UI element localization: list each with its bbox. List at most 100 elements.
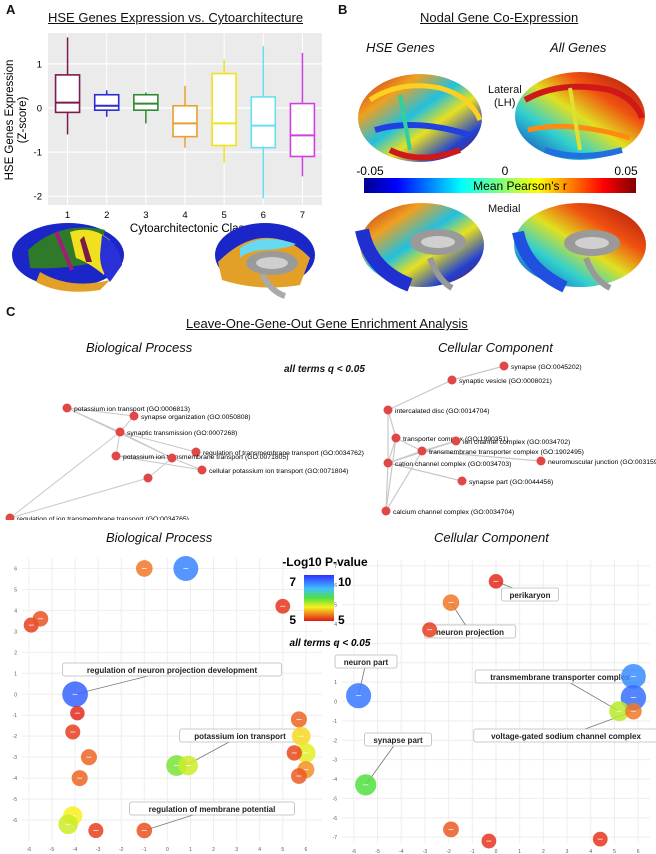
network-node-label: ion channel complex (GO:0034702) — [463, 439, 570, 446]
boxplot-x-tick-label: 4 — [182, 210, 187, 221]
scatter-y-tick-label: 4 — [334, 622, 337, 628]
boxplot-box — [211, 72, 237, 147]
scatter-x-tick-label: -6 — [27, 847, 32, 853]
network-edge — [115, 455, 173, 459]
scatter-y-tick-label: 6 — [334, 583, 337, 589]
scatter-y-tick-label: 1 — [14, 671, 17, 677]
boxplot-ylabel-line2: (Z-score) — [17, 97, 29, 144]
network-node — [499, 361, 509, 371]
network-node — [5, 513, 15, 520]
scatter-y-tick-label: 1 — [334, 680, 337, 686]
scatter-annotation-label: voltage-gated sodium channel complex — [491, 732, 641, 741]
scatter-annotation-box — [334, 654, 398, 669]
brain-all-lateral — [515, 72, 645, 160]
network-node-label: regulation of transmembrane transport (G… — [203, 450, 364, 457]
network-cc-title: Cellular Component — [438, 340, 553, 355]
scatter-x-tick-label: -3 — [423, 849, 428, 854]
scatter-annotation-box — [473, 728, 656, 743]
network-bp-title: Biological Process — [86, 340, 193, 355]
brain-cytoarchitecture-lateral — [12, 223, 124, 292]
network-edge — [385, 450, 423, 512]
boxplot-y-ticks: -2-101 — [34, 59, 42, 202]
panel-c-title: Leave-One-Gene-Out Gene Enrichment Analy… — [186, 316, 468, 331]
scatter-x-tick-label: 4 — [589, 849, 592, 854]
scatter-y-tick-label: 2 — [14, 650, 17, 656]
panel-letter-c: C — [6, 304, 16, 319]
boxplot-y-tick-label: -2 — [34, 192, 42, 203]
scatter-x-tick-label: 0 — [495, 849, 498, 854]
pvalue-bottom-left: 5 — [289, 613, 296, 627]
network-node-label: cellular potassium ion transport (GO:007… — [209, 468, 348, 475]
network-edge — [9, 431, 121, 519]
network-cellular-component: synapse (GO:0045202)synaptic vesicle (GO… — [381, 361, 656, 516]
panel-letter-b: B — [338, 2, 348, 17]
scatter-cc-title: Cellular Component — [434, 530, 549, 545]
scatter-y-tick-label: -5 — [13, 797, 18, 803]
network-edge — [451, 365, 505, 381]
network-node — [417, 446, 427, 456]
scatter-annotation-box — [129, 801, 295, 816]
network-node — [143, 473, 153, 483]
scatter-y-tick-label: 5 — [334, 603, 337, 609]
boxplot-box — [54, 74, 81, 114]
network-node — [62, 403, 72, 413]
boxplot-box — [93, 93, 120, 111]
scatter-y-tick-label: -3 — [333, 758, 338, 764]
scatter-y-tick-label: -1 — [333, 719, 338, 725]
network-edge — [387, 462, 463, 482]
scatter-x-tick-label: -1 — [470, 849, 475, 854]
scatter-x-tick-label: 0 — [166, 847, 169, 853]
scatter-y-tick-label: 3 — [334, 641, 337, 647]
scatter-y-tick-label: 0 — [334, 700, 337, 706]
network-edge — [387, 379, 453, 411]
network-node — [383, 458, 393, 468]
network-node-label: synapse (GO:0045202) — [511, 364, 582, 371]
panel-b-title: Nodal Gene Co-Expression — [420, 10, 579, 25]
hse-genes-label: HSE Genes — [366, 40, 435, 55]
scatter-x-tick-label: -4 — [399, 849, 404, 854]
network-node — [191, 447, 201, 457]
network-node — [451, 436, 461, 446]
network-node-label: potassium ion transport (GO:0006813) — [74, 406, 190, 413]
enrichment-networks: potassium ion transport (GO:0006813) syna… — [5, 361, 656, 520]
scatter-x-tick-label: 1 — [518, 849, 521, 854]
network-node-label: regulation of ion transmembrane transpor… — [17, 516, 189, 520]
scatter-x-tick-label: 3 — [235, 847, 238, 853]
network-node-label: intercalated disc (GO:0014704) — [395, 408, 489, 415]
network-node — [167, 453, 177, 463]
scatter-annotation-label: neuron projection — [436, 628, 504, 637]
scatter-y-tick-label: -7 — [333, 835, 338, 841]
network-node — [381, 506, 391, 516]
network-edge — [147, 457, 173, 479]
boxplot-x-tick-label: 7 — [300, 210, 305, 221]
scatter-x-tick-label: -3 — [96, 847, 101, 853]
network-node-label: calcium channel complex (GO:0034704) — [393, 509, 514, 516]
medial-label: Medial — [488, 203, 521, 215]
scatter-y-tick-label: -1 — [13, 713, 18, 719]
scatter-y-tick-label: -3 — [13, 755, 18, 761]
scatter-x-tick-label: 5 — [281, 847, 284, 853]
scatter-annotation-label: potassium ion transport — [194, 732, 286, 741]
brain-cytoarchitecture-medial — [215, 223, 315, 299]
network-biological-process: potassium ion transport (GO:0006813)syna… — [5, 403, 364, 520]
colorbar-max-label: 0.05 — [614, 164, 638, 178]
scatter-x-tick-label: 6 — [304, 847, 307, 853]
scatter-annotation-box — [364, 732, 432, 747]
network-edge — [385, 437, 397, 512]
scatter-y-tick-label: -6 — [13, 818, 18, 824]
network-edge — [385, 462, 389, 512]
pvalue-q-note: all terms q < 0.05 — [290, 638, 371, 649]
scatter-x-tick-label: 3 — [566, 849, 569, 854]
colorbar-mid-label: 0 — [502, 164, 509, 178]
boxplot-box — [133, 93, 159, 111]
scatter-annotation-label: synapse part — [373, 736, 423, 745]
pvalue-top-right: 10 — [338, 575, 352, 589]
panel-a-title: HSE Genes Expression vs. Cytoarchitectur… — [48, 10, 304, 25]
scatter-annotation-label: transmembrane transporter complex — [490, 673, 630, 682]
network-node — [391, 433, 401, 443]
scatter-y-tick-label: 5 — [14, 587, 17, 593]
scatter-x-tick-label: -6 — [352, 849, 357, 854]
scatter-annotation-label: regulation of neuron projection developm… — [87, 666, 258, 675]
scatter-x-tick-label: 4 — [258, 847, 261, 853]
